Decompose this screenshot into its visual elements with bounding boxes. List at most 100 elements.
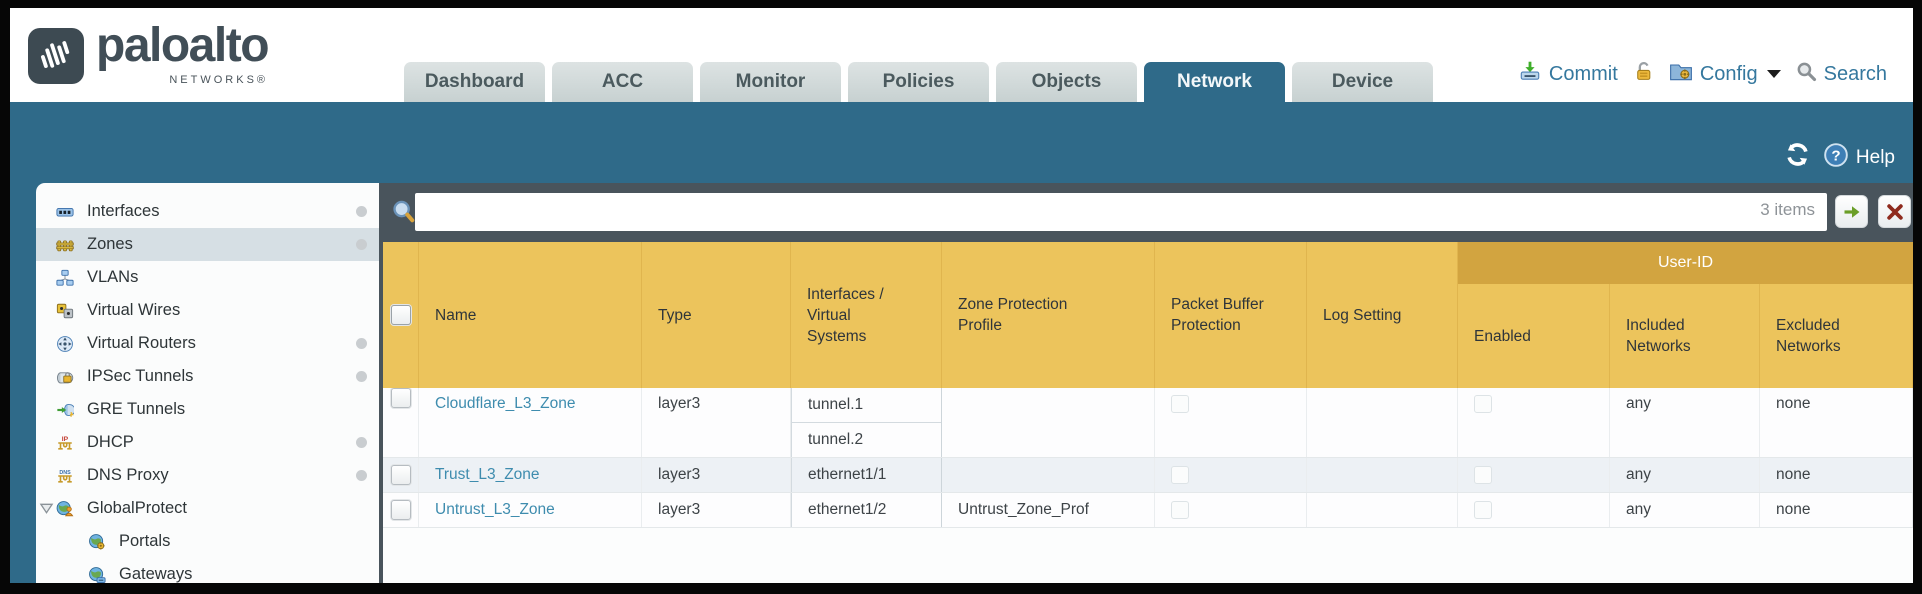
network-sidebar: Interfaces Zones VLANs Virtual Wires Vir… bbox=[36, 183, 379, 583]
user-id-group-header: User-ID bbox=[1458, 242, 1913, 284]
tab-objects[interactable]: Objects bbox=[996, 62, 1137, 102]
app-window: paloalto NETWORKS® Dashboard ACC Monitor… bbox=[10, 8, 1913, 583]
column-header-type[interactable]: Type bbox=[642, 242, 791, 388]
interface-item: tunnel.2 bbox=[808, 430, 864, 448]
tab-policies[interactable]: Policies bbox=[848, 62, 989, 102]
config-menu-button[interactable]: Config bbox=[1669, 60, 1781, 88]
chevron-down-icon bbox=[1766, 70, 1781, 78]
globalprotect-icon bbox=[56, 500, 74, 516]
gre-tunnels-icon bbox=[57, 403, 74, 417]
zone-protection-profile: Untrust_Zone_Prof bbox=[942, 493, 1155, 527]
notification-dot bbox=[356, 437, 367, 448]
user-id-enabled-checkbox[interactable] bbox=[1474, 466, 1492, 484]
sidebar-item-globalprotect[interactable]: GlobalProtect bbox=[36, 492, 379, 525]
virtual-wires-icon bbox=[56, 303, 74, 318]
notification-dot bbox=[356, 371, 367, 382]
sidebar-item-gre-tunnels[interactable]: GRE Tunnels bbox=[36, 393, 379, 426]
brand-sub-wordmark: NETWORKS® bbox=[169, 74, 269, 86]
packet-buffer-checkbox[interactable] bbox=[1171, 395, 1189, 413]
zone-interfaces: ethernet1/2 bbox=[791, 493, 942, 527]
ipsec-tunnels-icon bbox=[56, 371, 74, 383]
sidebar-item-interfaces[interactable]: Interfaces bbox=[36, 195, 379, 228]
table-row: Trust_L3_Zone layer3 ethernet1/1 any non… bbox=[383, 458, 1913, 493]
packet-buffer-checkbox[interactable] bbox=[1171, 466, 1189, 484]
sidebar-item-virtual-routers[interactable]: Virtual Routers bbox=[36, 327, 379, 360]
notification-dot bbox=[356, 206, 367, 217]
tab-acc[interactable]: ACC bbox=[552, 62, 693, 102]
select-all-checkbox[interactable] bbox=[390, 305, 411, 325]
zones-table: User-ID Name Type Interfaces / Virtual S… bbox=[383, 242, 1913, 528]
select-all-cell bbox=[383, 242, 419, 388]
sidebar-item-virtual-wires[interactable]: Virtual Wires bbox=[36, 294, 379, 327]
zone-name-link[interactable]: Trust_L3_Zone bbox=[435, 466, 540, 483]
column-header-packet-buffer[interactable]: Packet Buffer Protection bbox=[1155, 242, 1307, 388]
zone-name-link[interactable]: Untrust_L3_Zone bbox=[435, 501, 555, 518]
svg-text:?: ? bbox=[1831, 147, 1840, 164]
header-actions: Commit Config bbox=[1518, 60, 1887, 88]
excluded-networks: none bbox=[1760, 388, 1913, 457]
main-nav-tabs: Dashboard ACC Monitor Policies Objects N… bbox=[404, 62, 1433, 102]
lock-button[interactable] bbox=[1633, 61, 1654, 88]
tab-device[interactable]: Device bbox=[1292, 62, 1433, 102]
notification-dot bbox=[356, 470, 367, 481]
user-id-enabled-checkbox[interactable] bbox=[1474, 501, 1492, 519]
pane-divider bbox=[379, 183, 383, 583]
row-checkbox[interactable] bbox=[390, 500, 411, 520]
user-id-enabled-checkbox[interactable] bbox=[1474, 395, 1492, 413]
sidebar-item-portals[interactable]: Portals bbox=[36, 525, 379, 558]
column-header-log-setting[interactable]: Log Setting bbox=[1307, 242, 1458, 388]
filter-input[interactable] bbox=[421, 193, 1721, 229]
excluded-networks: none bbox=[1760, 493, 1913, 527]
notification-dot bbox=[356, 239, 367, 250]
row-checkbox[interactable] bbox=[390, 388, 411, 408]
included-networks: any bbox=[1610, 388, 1760, 457]
column-header-zone-protection[interactable]: Zone Protection Profile bbox=[942, 242, 1155, 388]
tab-dashboard[interactable]: Dashboard bbox=[404, 62, 545, 102]
vlans-icon bbox=[56, 269, 74, 286]
column-header-excluded-networks[interactable]: Excluded Networks bbox=[1760, 242, 1913, 388]
included-networks: any bbox=[1610, 458, 1760, 492]
interface-item: ethernet1/1 bbox=[808, 466, 887, 483]
column-header-name[interactable]: Name bbox=[419, 242, 642, 388]
apply-filter-button[interactable] bbox=[1835, 195, 1868, 228]
sidebar-item-dns-proxy[interactable]: DNS DNS Proxy bbox=[36, 459, 379, 492]
zone-interfaces: tunnel.1 tunnel.2 bbox=[791, 388, 942, 457]
content-area: Interfaces Zones VLANs Virtual Wires Vir… bbox=[10, 183, 1913, 583]
log-setting bbox=[1307, 458, 1458, 492]
column-header-included-networks[interactable]: Included Networks bbox=[1610, 242, 1760, 388]
sidebar-item-gateways[interactable]: Gateways bbox=[36, 558, 379, 583]
svg-text:IP: IP bbox=[62, 435, 69, 442]
column-header-interfaces[interactable]: Interfaces / Virtual Systems bbox=[791, 242, 942, 388]
search-button[interactable]: Search bbox=[1796, 61, 1887, 88]
paloalto-logo-icon bbox=[28, 28, 84, 84]
virtual-routers-icon bbox=[57, 335, 73, 352]
tab-network[interactable]: Network bbox=[1144, 62, 1285, 102]
filter-search-icon bbox=[391, 199, 417, 230]
paloalto-logo: paloalto NETWORKS® bbox=[28, 20, 270, 86]
sidebar-item-dhcp[interactable]: IP DHCP bbox=[36, 426, 379, 459]
clear-filter-button[interactable] bbox=[1878, 195, 1911, 228]
expand-triangle-icon[interactable] bbox=[39, 501, 54, 516]
tab-monitor[interactable]: Monitor bbox=[700, 62, 841, 102]
green-arrow-icon bbox=[1844, 205, 1859, 218]
zone-type: layer3 bbox=[642, 493, 791, 527]
interfaces-icon bbox=[56, 207, 74, 216]
row-checkbox[interactable] bbox=[390, 465, 411, 485]
help-button[interactable]: ? Help bbox=[1823, 142, 1895, 174]
zone-type: layer3 bbox=[642, 458, 791, 492]
refresh-button[interactable] bbox=[1784, 141, 1811, 174]
column-header-enabled[interactable]: Enabled bbox=[1458, 242, 1610, 388]
interface-item: tunnel.1 bbox=[792, 388, 941, 423]
zone-name-link[interactable]: Cloudflare_L3_Zone bbox=[435, 395, 576, 412]
sidebar-item-ipsec-tunnels[interactable]: IPSec Tunnels bbox=[36, 360, 379, 393]
commit-button[interactable]: Commit bbox=[1518, 60, 1618, 88]
sidebar-item-zones[interactable]: Zones bbox=[36, 228, 379, 261]
filter-input-wrap: 3 items bbox=[415, 193, 1827, 231]
close-icon bbox=[1886, 203, 1903, 220]
packet-buffer-checkbox[interactable] bbox=[1171, 501, 1189, 519]
dhcp-icon: IP bbox=[58, 435, 72, 450]
sidebar-item-vlans[interactable]: VLANs bbox=[36, 261, 379, 294]
help-icon: ? bbox=[1823, 142, 1849, 174]
filter-bar: 3 items bbox=[383, 183, 1913, 242]
zones-pane: 3 items User-ID Name Type Interfaces / V… bbox=[383, 183, 1913, 583]
